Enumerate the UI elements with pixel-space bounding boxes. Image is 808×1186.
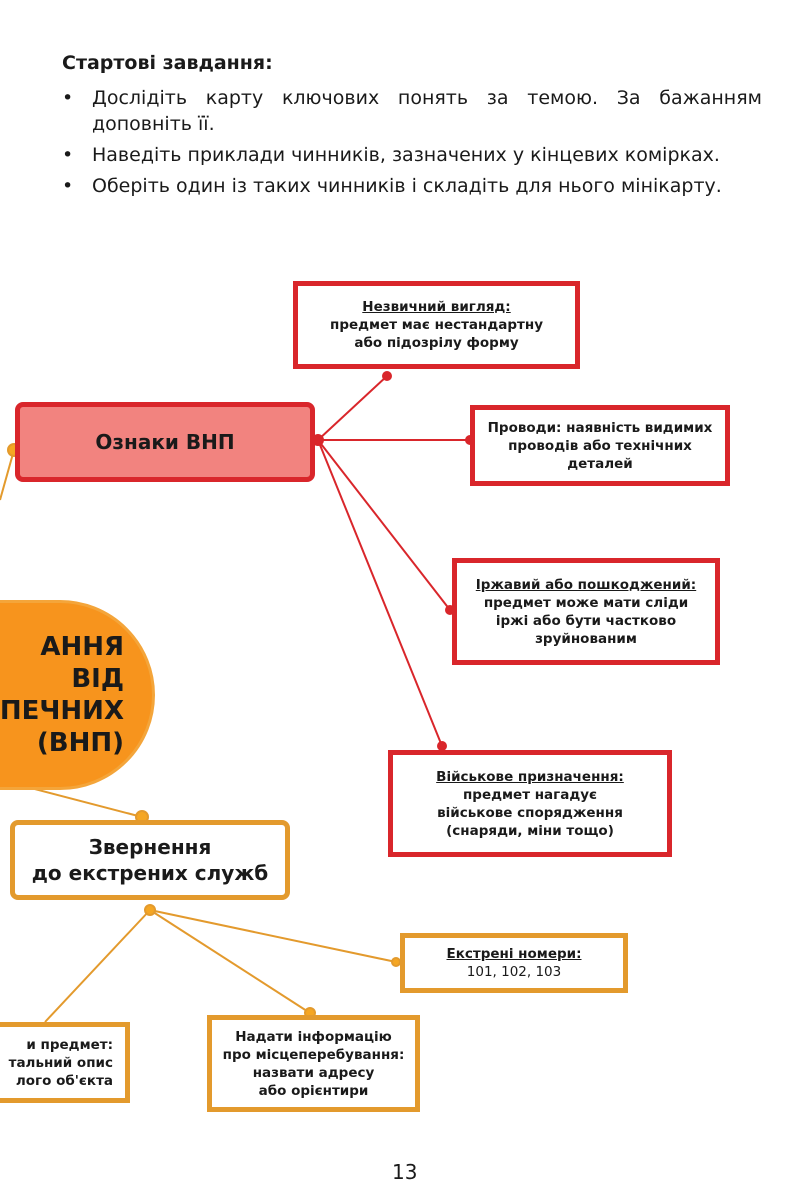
location-info: Надати інформацію про місцеперебування: … — [207, 1015, 420, 1112]
task-bullet: •Наведіть приклади чинників, зазначених … — [62, 144, 720, 166]
tasks-heading: Стартові завдання: — [62, 52, 273, 74]
task-bullet: •Дослідіть карту ключових понять за темо… — [62, 87, 762, 135]
central-topic-node: АННЯ ВІД ЗПЕЧНИХ (ВНП) — [0, 600, 155, 790]
emergency-numbers: Екстрені номери: 101, 102, 103 — [400, 933, 628, 993]
emergency-node: Звернення до екстрених служб — [10, 820, 290, 900]
describe-object: и предмет: тальний опис лого об'єкта — [0, 1022, 130, 1103]
page-number: 13 — [392, 1160, 418, 1184]
sign-military: Військове призначення: предмет нагадує в… — [388, 750, 672, 857]
task-bullet: •Оберіть один із таких чинників і складі… — [62, 175, 722, 197]
signs-node: Ознаки ВНП — [15, 402, 315, 482]
sign-wires: Проводи: наявність видимих проводів або … — [470, 405, 730, 486]
sign-rusty: Іржавий або пошкоджений: предмет може ма… — [452, 558, 720, 665]
sign-unusual-look: Незвичний вигляд: предмет має нестандарт… — [293, 281, 580, 369]
